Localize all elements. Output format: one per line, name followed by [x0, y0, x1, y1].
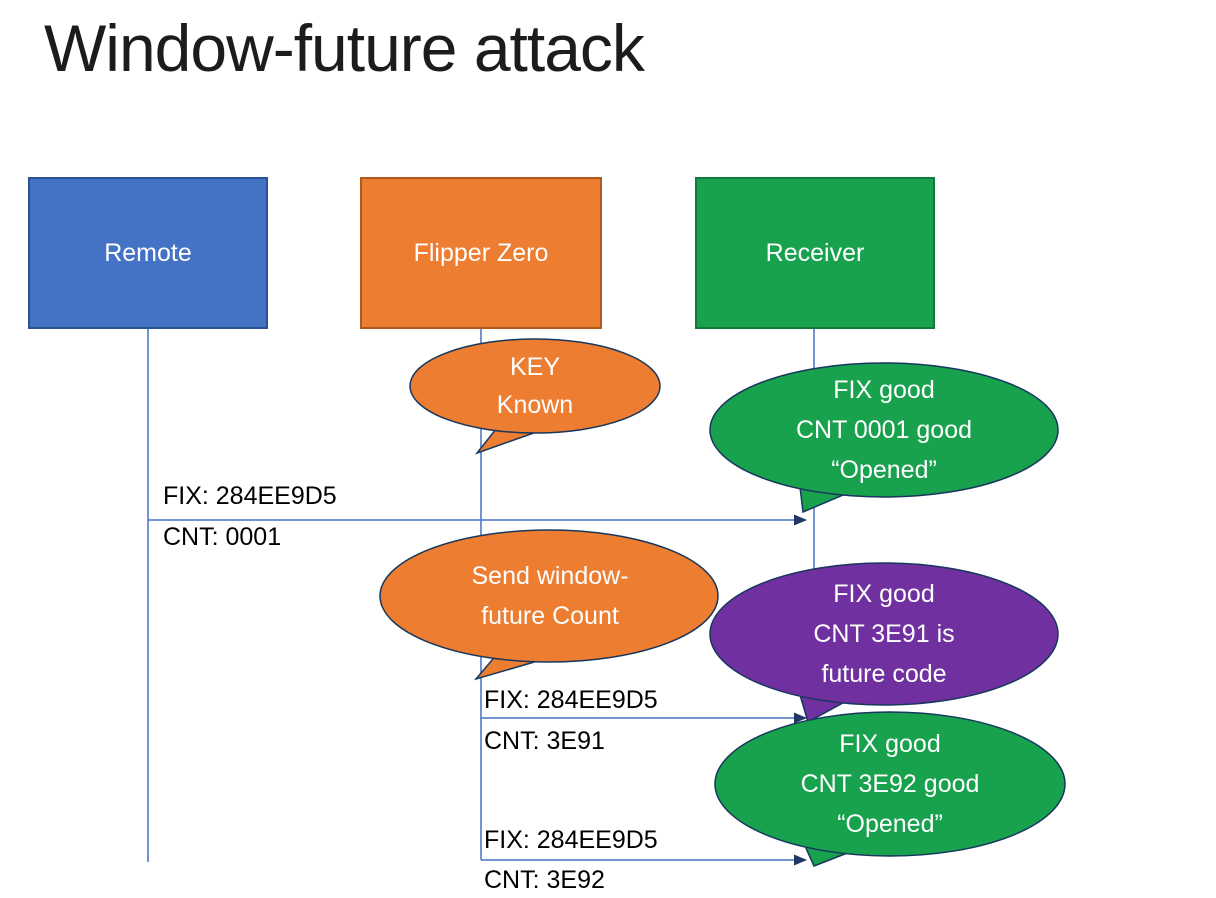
- bubble-key-known-shape: [409, 338, 661, 455]
- slide-title: Window-future attack: [44, 11, 645, 85]
- actor-label-remote: Remote: [104, 238, 192, 267]
- message2-fix-label: FIX: 284EE9D5: [484, 686, 658, 714]
- bubble-cnt3e92-good-shape: [714, 711, 1066, 867]
- bubble-text-line: Known: [496, 391, 574, 419]
- bubble-text-line: “Opened”: [837, 810, 943, 838]
- message1-fix-label: FIX: 284EE9D5: [163, 482, 337, 510]
- actor-box-remote: Remote: [28, 177, 268, 329]
- bubble-text-line: Send window-: [471, 562, 629, 590]
- message1-cnt-label: CNT: 0001: [163, 523, 282, 551]
- bubble-text-line: CNT 3E92 good: [800, 770, 980, 798]
- bubble-text-line: FIX good: [839, 730, 941, 758]
- bubble-send-window-future-shape: [379, 529, 719, 681]
- bubble-cnt0001-good-text: FIX good CNT 0001 good “Opened”: [724, 370, 1044, 490]
- bubble-text-line: future code: [821, 660, 947, 688]
- actor-box-receiver: Receiver: [695, 177, 935, 329]
- bubble-key-known-text: KEY Known: [415, 348, 655, 424]
- actor-box-flipper-zero: Flipper Zero: [360, 177, 602, 329]
- bubble-text-line: KEY: [509, 353, 561, 381]
- bubble-text-line: future Count: [481, 602, 619, 630]
- actor-label-flipper-zero: Flipper Zero: [413, 238, 549, 267]
- bubble-text-line: FIX good: [833, 580, 935, 608]
- bubble-text-line: CNT 0001 good: [795, 416, 973, 444]
- message3-fix-label: FIX: 284EE9D5: [484, 826, 658, 854]
- message3-cnt-label: CNT: 3E92: [484, 866, 605, 894]
- bubble-cnt3e91-future-text: FIX good CNT 3E91 is future code: [724, 574, 1044, 694]
- bubble-text-line: “Opened”: [831, 456, 937, 484]
- message2-cnt-label: CNT: 3E91: [484, 727, 605, 755]
- bubble-cnt3e92-good-text: FIX good CNT 3E92 good “Opened”: [730, 724, 1050, 844]
- bubble-cnt3e91-future-shape: [709, 562, 1059, 724]
- bubble-text-line: CNT 3E91 is: [813, 620, 955, 648]
- bubble-cnt0001-good-shape: [709, 362, 1059, 514]
- actor-label-receiver: Receiver: [765, 238, 865, 267]
- bubble-text-line: FIX good: [833, 376, 935, 404]
- bubble-send-window-future-text: Send window- future Count: [380, 556, 720, 636]
